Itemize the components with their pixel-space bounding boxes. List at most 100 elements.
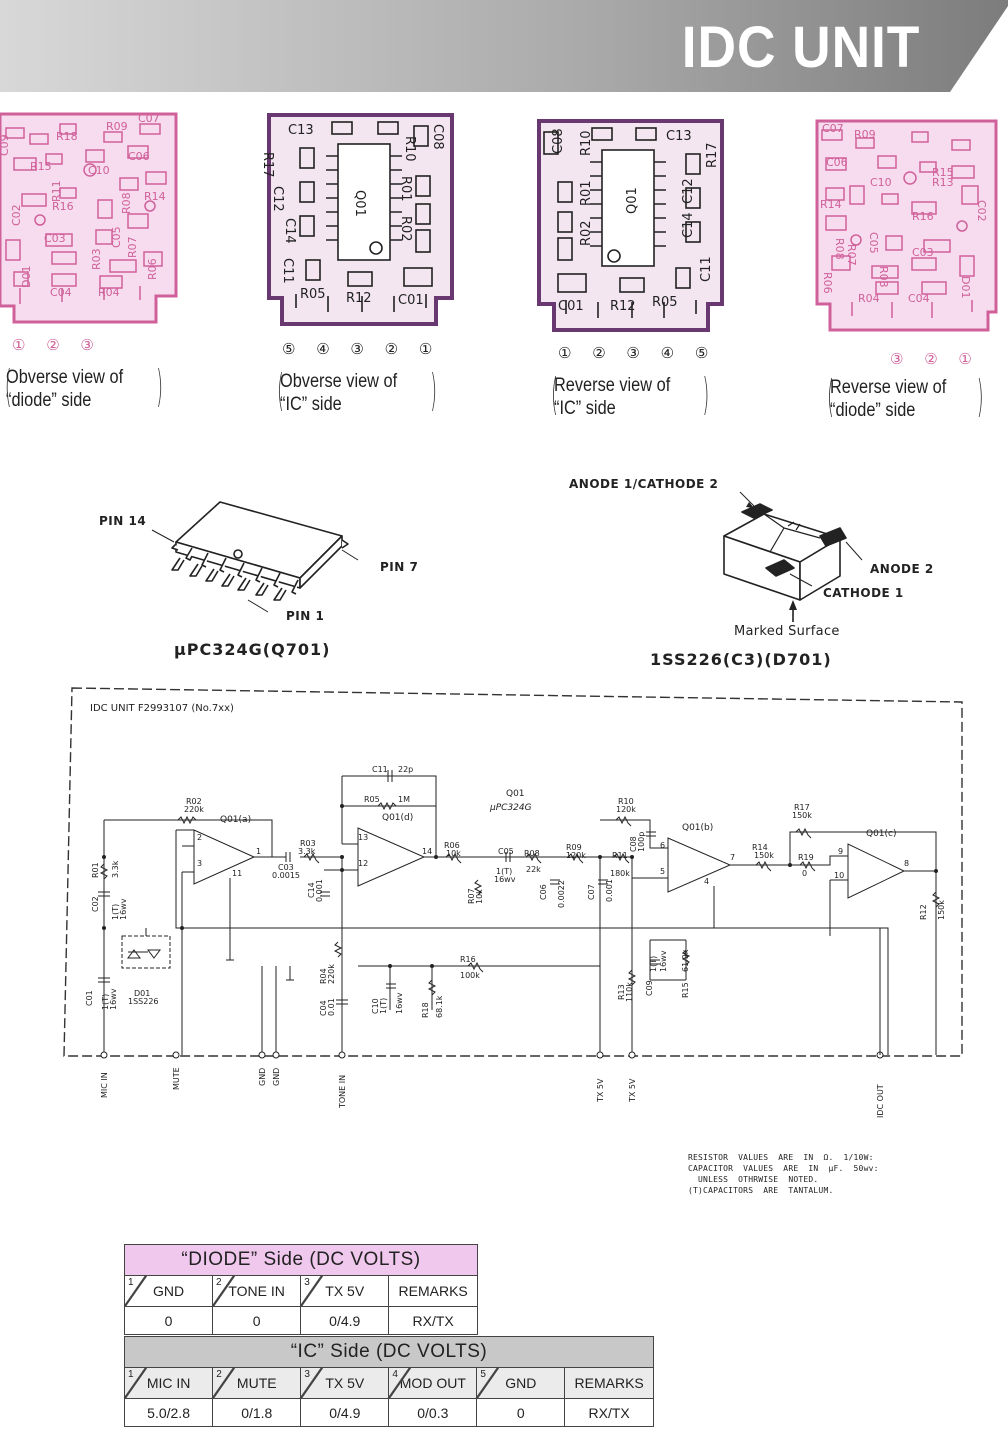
pin-label: 10 xyxy=(834,871,844,880)
svg-text:R01: R01 xyxy=(579,180,594,206)
pin-label: 1 xyxy=(256,847,261,856)
svg-text:D01: D01 xyxy=(20,266,33,288)
caption-line-1: Obverse view of xyxy=(6,367,124,388)
caption-line-2: “diode” side xyxy=(830,400,916,421)
ic-val-remarks: RX/TX xyxy=(564,1398,654,1427)
pin-numbers: ① ② ③ ④ ⑤ xyxy=(558,344,717,362)
svg-text:C10: C10 xyxy=(870,176,892,189)
svg-text:R18: R18 xyxy=(56,130,78,143)
svg-text:R05: R05 xyxy=(300,287,326,302)
pin-label: 3 xyxy=(197,859,202,868)
pin-label: 4 xyxy=(704,877,709,886)
component-label: D01 xyxy=(134,989,150,998)
svg-text:R13: R13 xyxy=(932,176,954,189)
component-label: R06 xyxy=(444,841,460,850)
pin-label: 6 xyxy=(660,841,665,850)
svg-text:R09: R09 xyxy=(854,128,876,141)
component-label: R08 xyxy=(524,849,540,858)
marked-surface-label: Marked Surface xyxy=(734,624,840,639)
svg-text:R16: R16 xyxy=(912,210,934,223)
component-value: 100p xyxy=(637,832,646,852)
svg-text:R02: R02 xyxy=(579,220,594,246)
component-value: 16wv xyxy=(659,950,668,972)
opamp-d xyxy=(357,827,426,887)
component-label: C03 xyxy=(278,863,294,872)
svg-text:R04: R04 xyxy=(98,286,120,299)
ic-package-drawing xyxy=(151,501,359,613)
diode-package-drawing xyxy=(723,491,863,622)
component-value: 0.01 xyxy=(327,998,336,1016)
component-value: 10k xyxy=(446,849,461,858)
component-label: R16 xyxy=(460,955,476,964)
component-label: C09 xyxy=(645,980,654,996)
component-value: 0.0022 xyxy=(557,880,566,908)
component-label: R05 xyxy=(364,795,380,804)
svg-text:R07: R07 xyxy=(845,244,858,266)
component-label: C04 xyxy=(319,1000,328,1016)
diode-val-tx5v: 0/4.9 xyxy=(300,1306,390,1335)
component-label: R11 xyxy=(612,851,628,860)
component-label: C10 xyxy=(371,998,380,1014)
svg-text:R06: R06 xyxy=(146,258,159,280)
svg-text:R10: R10 xyxy=(402,136,417,162)
svg-text:C13: C13 xyxy=(288,123,314,138)
svg-text:C11: C11 xyxy=(699,256,714,282)
component-notes: RESISTOR VALUES ARE IN Ω. 1/10W: CAPACIT… xyxy=(688,1153,879,1195)
amp-label-c: Q01(c) xyxy=(866,829,897,839)
svg-text:R17: R17 xyxy=(260,152,275,178)
diode-val-tone-in: 0 xyxy=(212,1306,302,1335)
svg-text:C08: C08 xyxy=(430,124,445,150)
svg-text:R15: R15 xyxy=(932,166,954,179)
component-label: C08 xyxy=(629,836,638,852)
diode-part-name: 1SS226(C3)(D701) xyxy=(650,650,832,669)
svg-text:C13: C13 xyxy=(666,129,692,144)
terminal-tx5v: TX 5V xyxy=(628,1078,637,1103)
caption-line-1: Reverse view of xyxy=(554,375,671,396)
svg-text:R02: R02 xyxy=(398,216,413,242)
component-value: 0.0015 xyxy=(272,871,300,880)
pin-numbers: ⑤ ④ ③ ② ① xyxy=(282,340,441,358)
board-caption: ( Reverse view of “diode” side ) xyxy=(827,371,984,422)
component-value: 110k xyxy=(625,982,634,1002)
diode-anode1-label: ANODE 1/CATHODE 2 xyxy=(569,477,719,491)
svg-text:R12: R12 xyxy=(346,291,372,306)
component-value: 0.001 xyxy=(605,879,614,902)
component-label: C14 xyxy=(307,882,316,898)
pin-label: 12 xyxy=(358,859,368,868)
svg-text:C12: C12 xyxy=(270,186,285,212)
component-value: 1(T) xyxy=(101,994,110,1010)
component-label: R09 xyxy=(566,843,582,852)
component-value: 3.3k xyxy=(298,847,316,856)
svg-text:Q01: Q01 xyxy=(352,190,367,217)
pcb-ic-obverse: C13 R10 C08 R17 Q01 R01 C12 R02 C14 C11 … xyxy=(260,113,454,326)
svg-text:C01: C01 xyxy=(398,293,424,308)
component-label: C06 xyxy=(539,884,548,900)
pin-numbers: ③ ② ① xyxy=(890,350,980,368)
svg-text:R06: R06 xyxy=(821,272,834,294)
board-reverse-ic: C08 R10 C13 R17 R01 Q01 C12 R02 C14 C11 … xyxy=(536,118,726,419)
component-value: 0.001 xyxy=(315,879,324,902)
component-label: C11 xyxy=(372,765,388,774)
pin-label: 14 xyxy=(422,847,432,856)
pin-label: 9 xyxy=(838,847,843,856)
terminal-mute: MUTE xyxy=(172,1067,181,1090)
pin-label: 5 xyxy=(660,867,665,876)
component-value: 16wv xyxy=(109,988,118,1010)
component-value: 1SS226 xyxy=(128,997,159,1006)
svg-text:R08: R08 xyxy=(120,192,133,214)
svg-text:R08: R08 xyxy=(833,238,846,260)
svg-text:D01: D01 xyxy=(959,276,972,298)
terminal-mic-in: MIC IN xyxy=(100,1072,109,1098)
diode-val-gnd: 0 xyxy=(123,1306,214,1335)
component-label: R12 xyxy=(919,904,928,920)
